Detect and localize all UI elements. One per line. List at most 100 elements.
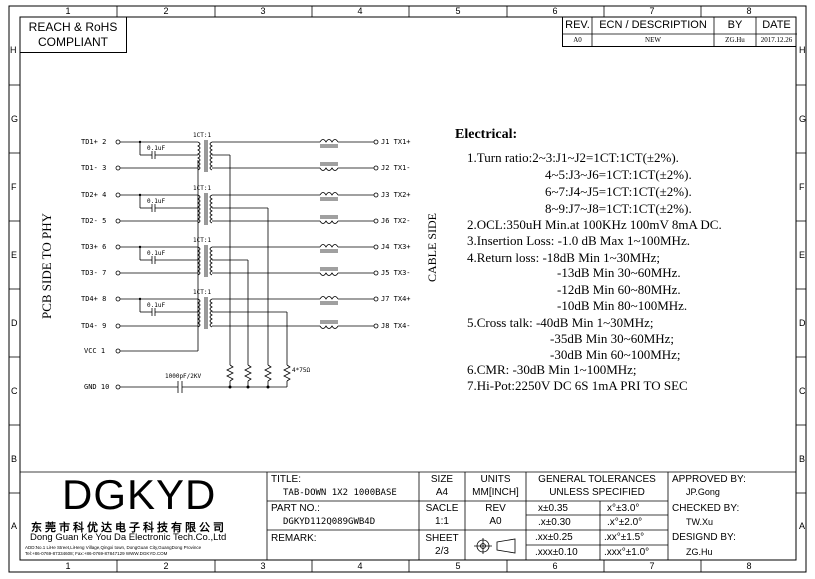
zone-row-f: F xyxy=(11,182,17,192)
rev-value: A0 xyxy=(573,36,582,44)
zone-row-f-right: F xyxy=(799,182,805,192)
revision-block: REV. ECN / DESCRIPTION BY DATE A0 NEW ZG… xyxy=(562,17,797,47)
spec-cross-talk-1: 5.Cross talk: -40dB Min 1~30MHz; xyxy=(467,315,654,330)
designed-label: DESIGND BY: xyxy=(672,532,736,543)
spec-return-loss-3: -12dB Min 60~80MHz. xyxy=(557,282,681,297)
company-name-en: Dong Guan Ke You Da Electronic Tech.Co.,… xyxy=(30,532,227,543)
remark-label: REMARK: xyxy=(271,533,317,544)
by-header: BY xyxy=(727,19,743,31)
revision-grid xyxy=(563,17,797,47)
transformer-label-3: 1CT:1 xyxy=(193,237,212,244)
zone-col-8-bottom: 8 xyxy=(746,561,752,571)
approved-label: APPROVED BY: xyxy=(672,474,746,485)
approved-value: JP.Gong xyxy=(686,487,720,497)
spec-hipot: 7.Hi-Pot:2250V DC 6S 1mA PRI TO SEC xyxy=(467,378,688,393)
zone-col-7: 7 xyxy=(649,6,655,16)
tol-linear-0: x±0.35 xyxy=(538,503,568,514)
pin-j8: J8 TX4- xyxy=(381,322,411,330)
spec-turn-ratio-3: 6~7:J4~J5=1CT:1CT(±2%). xyxy=(545,184,692,199)
part-value: DGKYD112Q089GWB4D xyxy=(283,517,376,527)
by-value: ZG.Hu xyxy=(725,36,745,44)
spec-turn-ratio-4: 8~9:J7~J8=1CT:1CT(±2%). xyxy=(545,201,692,216)
pin-vcc: VCC 1 xyxy=(84,347,106,355)
zone-row-g: G xyxy=(11,114,19,124)
resistor-label: 4*75Ω xyxy=(292,367,311,374)
zone-row-h-right: H xyxy=(799,45,806,55)
spec-return-loss-4: -10dB Min 80~100MHz. xyxy=(557,298,688,313)
transformer-label-1: 1CT:1 xyxy=(193,132,212,139)
part-label: PART NO.: xyxy=(271,503,320,514)
zone-col-1-bottom: 1 xyxy=(65,561,71,571)
zone-col-7-bottom: 7 xyxy=(649,561,655,571)
compliance-box: REACH & RoHS COMPLIANT xyxy=(20,17,127,53)
sheet-label: SHEET xyxy=(425,533,459,544)
pin-j6: J6 TX2- xyxy=(381,217,411,225)
pin-td3p: TD3+ 6 xyxy=(81,243,107,251)
pin-td1n: TD1- 3 xyxy=(81,164,107,172)
zone-row-b-right: B xyxy=(799,454,806,464)
tol-angular-3: .xxx°±1.0° xyxy=(604,547,650,558)
zone-row-a-right: A xyxy=(799,521,806,531)
spec-cross-talk-2: -35dB Min 30~60MHz; xyxy=(550,331,675,346)
pin-td2p: TD2+ 4 xyxy=(81,191,107,199)
company-contact: Tel:+86-0769-87334608; Fax:+86-0769-8784… xyxy=(25,551,168,556)
tol-angular-2: .xx°±1.5° xyxy=(604,532,645,543)
spec-ocl: 2.OCL:350uH Min.at 100KHz 100mV 8mA DC. xyxy=(467,217,722,232)
zone-col-4-bottom: 4 xyxy=(357,561,363,571)
pin-td1p: TD1+ 2 xyxy=(81,138,107,146)
zone-row-d: D xyxy=(11,318,18,328)
zone-col-2-bottom: 2 xyxy=(163,561,169,571)
zone-row-e: E xyxy=(11,250,18,260)
company-name-cn: 东莞市科优达电子科技有限公司 xyxy=(31,521,227,534)
electrical-title: Electrical: xyxy=(455,127,518,142)
checked-label: CHECKED BY: xyxy=(672,503,740,514)
scale-value: 1:1 xyxy=(435,516,449,527)
zone-col-3: 3 xyxy=(260,6,266,16)
date-header: DATE xyxy=(762,19,791,31)
checked-value: TW.Xu xyxy=(686,517,714,527)
cap-label-3: 0.1uF xyxy=(147,250,166,257)
zone-col-8: 8 xyxy=(746,6,752,16)
rev-value-tb: A0 xyxy=(489,516,502,527)
units-value: MM[INCH] xyxy=(472,487,519,498)
pin-j3: J3 TX2+ xyxy=(381,191,411,199)
size-label: SIZE xyxy=(430,474,454,485)
zone-row-c: C xyxy=(11,386,18,396)
cap-label-2: 0.1uF xyxy=(147,198,166,205)
title-label: TITLE: xyxy=(271,474,302,485)
cap-label-4: 0.1uF xyxy=(147,302,166,309)
tol-angular-0: x°±3.0° xyxy=(607,503,640,514)
zone-col-5-bottom: 5 xyxy=(455,561,461,571)
pin-gnd: GND 10 xyxy=(84,383,110,391)
size-value: A4 xyxy=(435,487,449,498)
rev-header: REV. xyxy=(565,19,590,31)
pin-j4: J4 TX3+ xyxy=(381,243,411,251)
spec-return-loss-1: 4.Return loss: -18dB Min 1~30MHz; xyxy=(467,250,661,265)
cap-label-1: 0.1uF xyxy=(147,145,166,152)
projection-symbol xyxy=(474,538,516,554)
units-label: UNITS xyxy=(480,474,511,485)
company-logo: DGKYD xyxy=(62,471,217,518)
ecn-value: NEW xyxy=(645,36,661,44)
tol-linear-2: .xx±0.25 xyxy=(535,532,573,543)
zone-row-d-right: D xyxy=(799,318,806,328)
zone-col-4: 4 xyxy=(357,6,363,16)
ecn-header: ECN / DESCRIPTION xyxy=(599,19,707,31)
pin-j7: J7 TX4+ xyxy=(381,295,411,303)
rev-label: REV xyxy=(485,503,506,514)
date-value: 2017.12.26 xyxy=(760,36,793,44)
designed-value: ZG.Hu xyxy=(686,547,713,557)
compliance-line2: COMPLIANT xyxy=(37,35,108,49)
sheet-value: 2/3 xyxy=(435,546,449,557)
scale-label: SACLE xyxy=(425,503,459,514)
zone-col-2: 2 xyxy=(163,6,169,16)
zone-col-3-bottom: 3 xyxy=(260,561,266,571)
compliance-line1: REACH & RoHS xyxy=(28,20,118,34)
tol-angular-1: .x°±2.0° xyxy=(607,517,643,528)
zone-col-6: 6 xyxy=(552,6,558,16)
zone-col-5: 5 xyxy=(455,6,461,16)
gnd-cap-label: 1000pF/2KV xyxy=(165,373,202,380)
spec-cross-talk-3: -30dB Min 60~100MHz; xyxy=(550,347,681,362)
pin-td2n: TD2- 5 xyxy=(81,217,107,225)
